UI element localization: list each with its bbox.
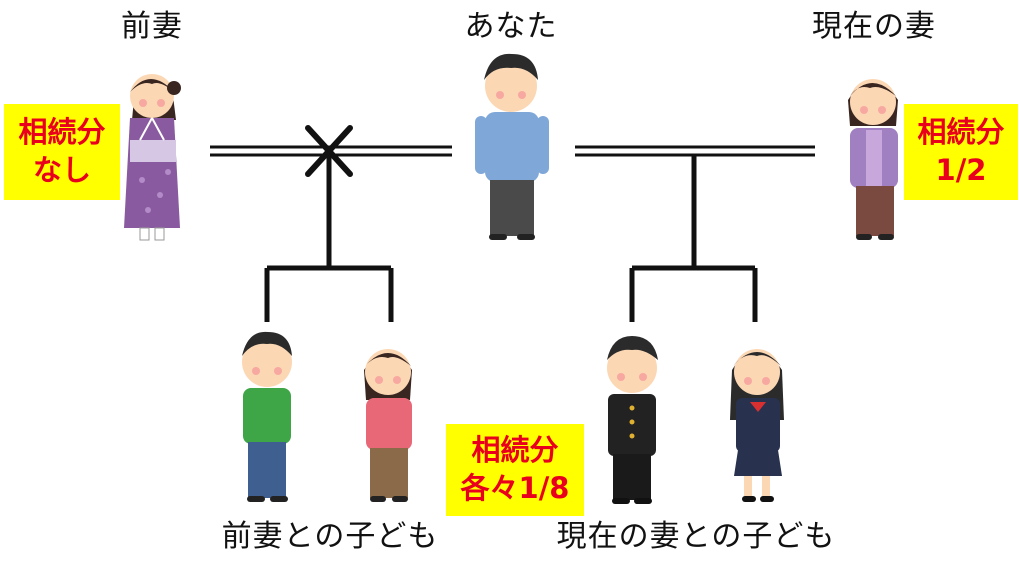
children-badge-line1: 相続分 <box>471 433 559 468</box>
children-badge-line2: 各々1/8 <box>460 471 570 505</box>
current-marriage-line <box>575 145 815 157</box>
current-child-girl-figure <box>730 349 784 502</box>
divorce-cross-icon <box>305 125 353 177</box>
ex-children-label: 前妻との子ども <box>221 519 439 554</box>
ex-children-branch <box>264 152 394 322</box>
ex-child-boy-figure <box>242 331 292 502</box>
current-wife-badge-line2: 1/2 <box>935 153 987 187</box>
current-children-branch <box>629 155 758 322</box>
current-child-boy-figure <box>607 336 658 504</box>
current-wife-label: 現在の妻 <box>812 9 936 44</box>
current-wife-badge-line1: 相続分 <box>917 115 1005 150</box>
ex-child-girl-figure <box>364 349 412 502</box>
you-figure <box>475 53 549 240</box>
ex-wife-badge-line1: 相続分 <box>18 115 106 150</box>
ex-wife-badge-line2: なし <box>32 153 91 187</box>
ex-wife-inheritance-badge: 相続分 なし <box>4 104 120 200</box>
children-inheritance-badge: 相続分 各々1/8 <box>446 424 584 516</box>
ex-wife-figure <box>124 74 181 241</box>
current-children-label: 現在の妻との子ども <box>556 519 836 554</box>
current-wife-inheritance-badge: 相続分 1/2 <box>904 104 1018 200</box>
ex-wife-label: 前妻 <box>121 9 183 44</box>
you-label: あなた <box>464 9 558 44</box>
current-wife-figure <box>848 79 898 240</box>
